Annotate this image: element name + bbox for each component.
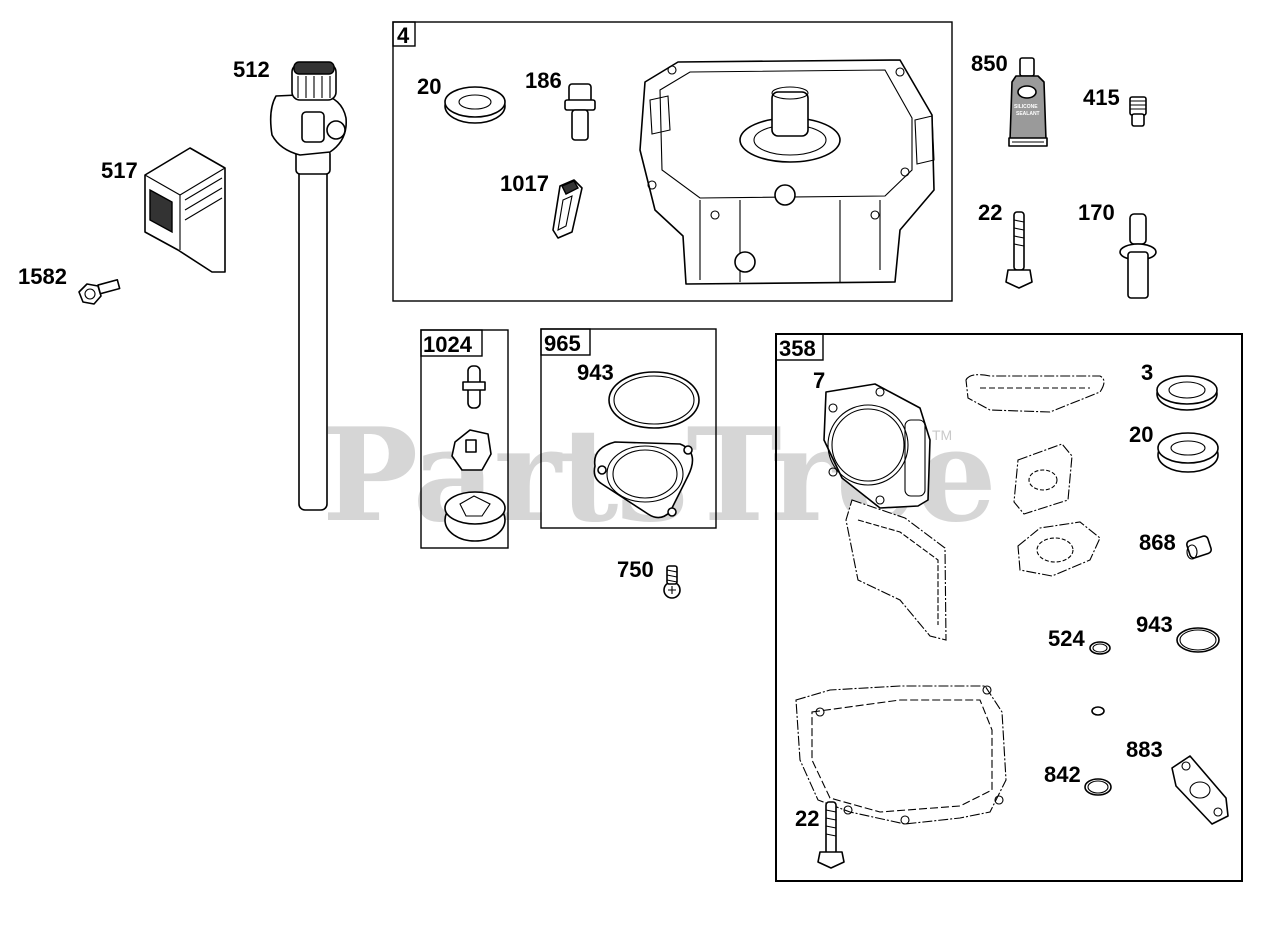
- kit-label-965: 965: [544, 331, 581, 356]
- kit-label-4: 4: [397, 23, 410, 48]
- part-965-gasket-plate[interactable]: [593, 441, 694, 519]
- kit-label-358: 358: [779, 336, 816, 361]
- part-1017-breather[interactable]: [552, 179, 583, 239]
- part-358-valve-cover-gasket[interactable]: [965, 374, 1105, 413]
- label-524: 524: [1048, 626, 1085, 651]
- kit-frame-4[interactable]: 4: [392, 21, 953, 302]
- part-7-head-gasket[interactable]: [823, 383, 931, 509]
- label-842: 842: [1044, 762, 1081, 787]
- part-22-kit-bolt[interactable]: [817, 801, 845, 869]
- part-524-ring[interactable]: [1089, 641, 1111, 655]
- part-943-oring[interactable]: [608, 371, 700, 429]
- label-850: 850: [971, 51, 1008, 76]
- part-170-pin[interactable]: [1119, 213, 1157, 299]
- part-358-carb-gasket[interactable]: [1017, 521, 1101, 577]
- part-750-screw[interactable]: [663, 565, 681, 599]
- label-750: 750: [617, 557, 654, 582]
- label-1017: 1017: [500, 171, 549, 196]
- part-517-cover[interactable]: [144, 147, 226, 273]
- part-4-sump[interactable]: [639, 59, 935, 285]
- label-20-kit: 20: [1129, 422, 1153, 447]
- kit-frame-1024[interactable]: 1024: [420, 329, 509, 549]
- part-1024-pump-parts[interactable]: [444, 365, 506, 542]
- part-20-kit-seal[interactable]: [1157, 432, 1219, 473]
- part-358-base-gasket[interactable]: [845, 499, 947, 641]
- tube-text-line2: SEALANT: [1016, 111, 1040, 117]
- label-868: 868: [1139, 530, 1176, 555]
- part-358-small-washer[interactable]: [1091, 706, 1105, 716]
- part-1582-bolt[interactable]: [78, 279, 121, 305]
- label-22-top: 22: [978, 200, 1002, 225]
- kit-label-1024: 1024: [423, 332, 473, 357]
- kit-frame-965[interactable]: 965: [540, 328, 717, 529]
- label-170: 170: [1078, 200, 1115, 225]
- label-20-top: 20: [417, 74, 441, 99]
- part-20-seal[interactable]: [444, 86, 506, 124]
- label-512: 512: [233, 57, 270, 82]
- label-943-kit: 943: [1136, 612, 1173, 637]
- part-415-plug[interactable]: [1129, 96, 1147, 127]
- label-1582: 1582: [18, 264, 67, 289]
- part-883-gasket[interactable]: [1171, 755, 1229, 825]
- label-186: 186: [525, 68, 562, 93]
- part-943-kit-oring[interactable]: [1176, 627, 1220, 653]
- part-22-bolt-top[interactable]: [1005, 211, 1033, 289]
- part-868-plug[interactable]: [1185, 535, 1213, 560]
- label-7: 7: [813, 368, 825, 393]
- part-358-crankcase-gasket[interactable]: [795, 685, 1007, 825]
- label-883: 883: [1126, 737, 1163, 762]
- label-3: 3: [1141, 360, 1153, 385]
- part-186-fitting[interactable]: [564, 83, 596, 141]
- label-517: 517: [101, 158, 138, 183]
- part-850-sealant-tube[interactable]: SILICONE SEALANT: [1008, 57, 1048, 147]
- part-512-dipstick-tube[interactable]: [269, 61, 347, 511]
- kit-frame-358[interactable]: 358: [775, 333, 1243, 882]
- tube-text-line1: SILICONE: [1014, 104, 1038, 110]
- watermark-trademark: TM: [932, 427, 952, 443]
- label-943-mid: 943: [577, 360, 614, 385]
- label-22-kit: 22: [795, 806, 819, 831]
- part-3-seal[interactable]: [1156, 375, 1218, 411]
- part-358-intake-gasket[interactable]: [1013, 443, 1073, 515]
- part-842-oring[interactable]: [1084, 778, 1112, 796]
- label-415: 415: [1083, 85, 1120, 110]
